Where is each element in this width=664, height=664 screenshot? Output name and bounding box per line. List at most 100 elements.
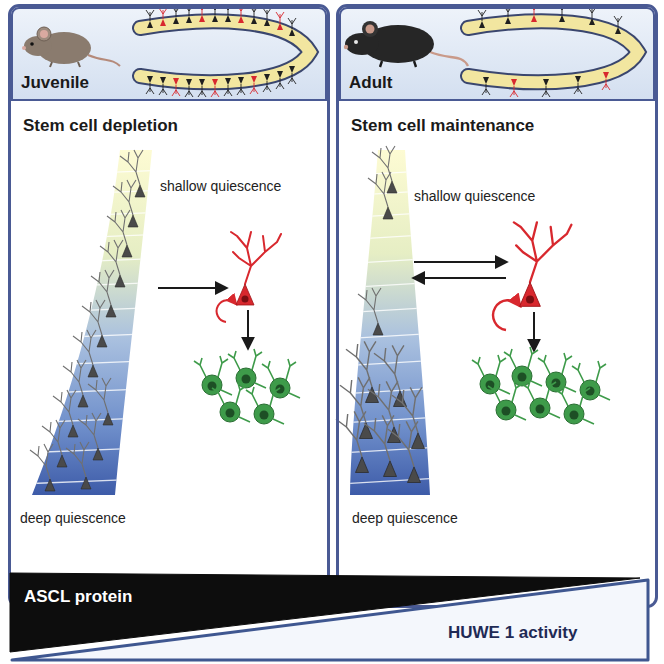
progeny-cell <box>504 347 542 386</box>
quiescence-band <box>20 170 170 484</box>
stem-cell <box>82 300 107 347</box>
stem-cell <box>53 390 78 437</box>
activation-arrow <box>247 310 249 348</box>
dentate-gyrus-adult <box>468 21 638 82</box>
quiescence-band <box>20 150 440 495</box>
juvenile-mouse <box>37 27 51 41</box>
active-stem-cell <box>514 222 572 306</box>
progeny-cell <box>228 349 266 388</box>
quiescence-label: shallow quiescence <box>414 188 535 205</box>
age-header: Adult <box>339 7 655 101</box>
age-header: Juvenile <box>11 7 327 101</box>
dentate-gyrus-adult <box>574 76 582 94</box>
stem-cell <box>78 413 103 460</box>
adult-mouse <box>354 40 358 44</box>
dentate-gyrus-adult <box>468 4 638 97</box>
stem-cell <box>392 387 425 448</box>
stem-cell <box>107 210 132 257</box>
stem-cell <box>113 180 138 227</box>
stem-cell <box>88 378 113 425</box>
quiescence-label: deep quiescence <box>20 510 126 527</box>
dentate-gyrus-juvenile <box>276 71 284 89</box>
stem-cell <box>73 330 98 377</box>
juvenile-mouse <box>22 27 120 67</box>
stem-cell <box>340 377 373 438</box>
quiescence-label: shallow quiescence <box>160 178 281 195</box>
stem-cell <box>364 415 397 476</box>
quiescence-band <box>32 150 152 495</box>
progeny-cell <box>488 381 526 420</box>
progeny-cell <box>538 353 576 392</box>
dentate-gyrus-juvenile <box>146 10 154 28</box>
active-stem-cell <box>231 232 281 305</box>
adult-mouse <box>345 33 379 55</box>
dentate-gyrus-juvenile <box>263 8 271 26</box>
dentate-gyrus-adult <box>482 77 490 95</box>
progeny-cell <box>556 385 594 424</box>
age-label: Adult <box>349 73 392 93</box>
adult-mouse <box>344 21 468 67</box>
activation-arrow <box>414 277 506 279</box>
progeny-cell <box>472 347 610 424</box>
stem-cell <box>368 381 401 442</box>
wedge-label: HUWE 1 activity <box>448 623 577 643</box>
stem-cell <box>336 146 425 483</box>
header-fill <box>339 7 655 101</box>
adult-mouse <box>430 52 468 66</box>
dentate-gyrus-juvenile <box>263 74 271 92</box>
age-label: Juvenile <box>21 73 89 93</box>
activation-arrow <box>158 288 248 348</box>
activation-arrow <box>414 262 534 350</box>
adult-mouse <box>344 45 348 49</box>
quiescence-band <box>20 170 170 484</box>
dentate-gyrus-adult <box>468 21 638 82</box>
juvenile-mouse <box>40 30 48 38</box>
stem-cell <box>372 146 397 193</box>
dentate-gyrus-juvenile <box>172 78 180 96</box>
progeny-cell <box>262 359 300 398</box>
header-fill <box>11 7 655 101</box>
dentate-gyrus-juvenile <box>237 77 245 95</box>
quiescence-label: deep quiescence <box>352 510 458 527</box>
dentate-gyrus-adult <box>478 10 486 28</box>
dentate-gyrus-adult <box>602 72 610 90</box>
dentate-gyrus-juvenile <box>140 21 310 82</box>
dentate-gyrus-juvenile <box>198 79 206 97</box>
activation-arrow <box>533 312 535 350</box>
dentate-gyrus-juvenile <box>250 76 258 94</box>
panel-title: Stem cell depletion <box>23 116 178 136</box>
stem-cell <box>368 172 393 219</box>
dentate-gyrus-juvenile <box>185 79 193 97</box>
activation-arrow <box>217 300 236 322</box>
stem-cell <box>100 240 125 287</box>
adult-mouse <box>362 21 378 37</box>
stem-cell <box>388 421 421 482</box>
dentate-gyrus-juvenile <box>276 12 284 30</box>
activation-arrow <box>158 287 226 289</box>
stem-cell <box>63 360 88 407</box>
stem-cell <box>30 444 55 491</box>
progeny-cell <box>572 361 610 400</box>
dentate-gyrus-juvenile <box>159 77 167 95</box>
dentate-gyrus-juvenile <box>140 21 310 82</box>
stem-cell <box>30 150 145 491</box>
dentate-gyrus-juvenile <box>146 76 154 94</box>
dentate-gyrus-adult <box>510 79 518 97</box>
panel-title: Stem cell maintenance <box>351 116 534 136</box>
stem-cell <box>42 420 67 467</box>
activation-arrow <box>493 300 520 330</box>
progeny-cell <box>194 349 300 424</box>
progeny-cell <box>246 385 284 424</box>
progeny-cell <box>212 383 250 422</box>
juvenile-mouse <box>30 42 34 46</box>
dentate-gyrus-adult <box>588 7 596 25</box>
stem-cell <box>120 150 145 197</box>
dentate-gyrus-juvenile <box>159 8 167 26</box>
stem-cell <box>358 288 383 335</box>
stem-cell <box>336 411 369 472</box>
wedge-shape <box>12 580 648 660</box>
wedge-label: ASCL protein <box>24 587 132 607</box>
dentate-gyrus-adult <box>542 79 550 97</box>
dentate-gyrus-adult <box>614 16 622 34</box>
header-fill <box>11 7 327 101</box>
